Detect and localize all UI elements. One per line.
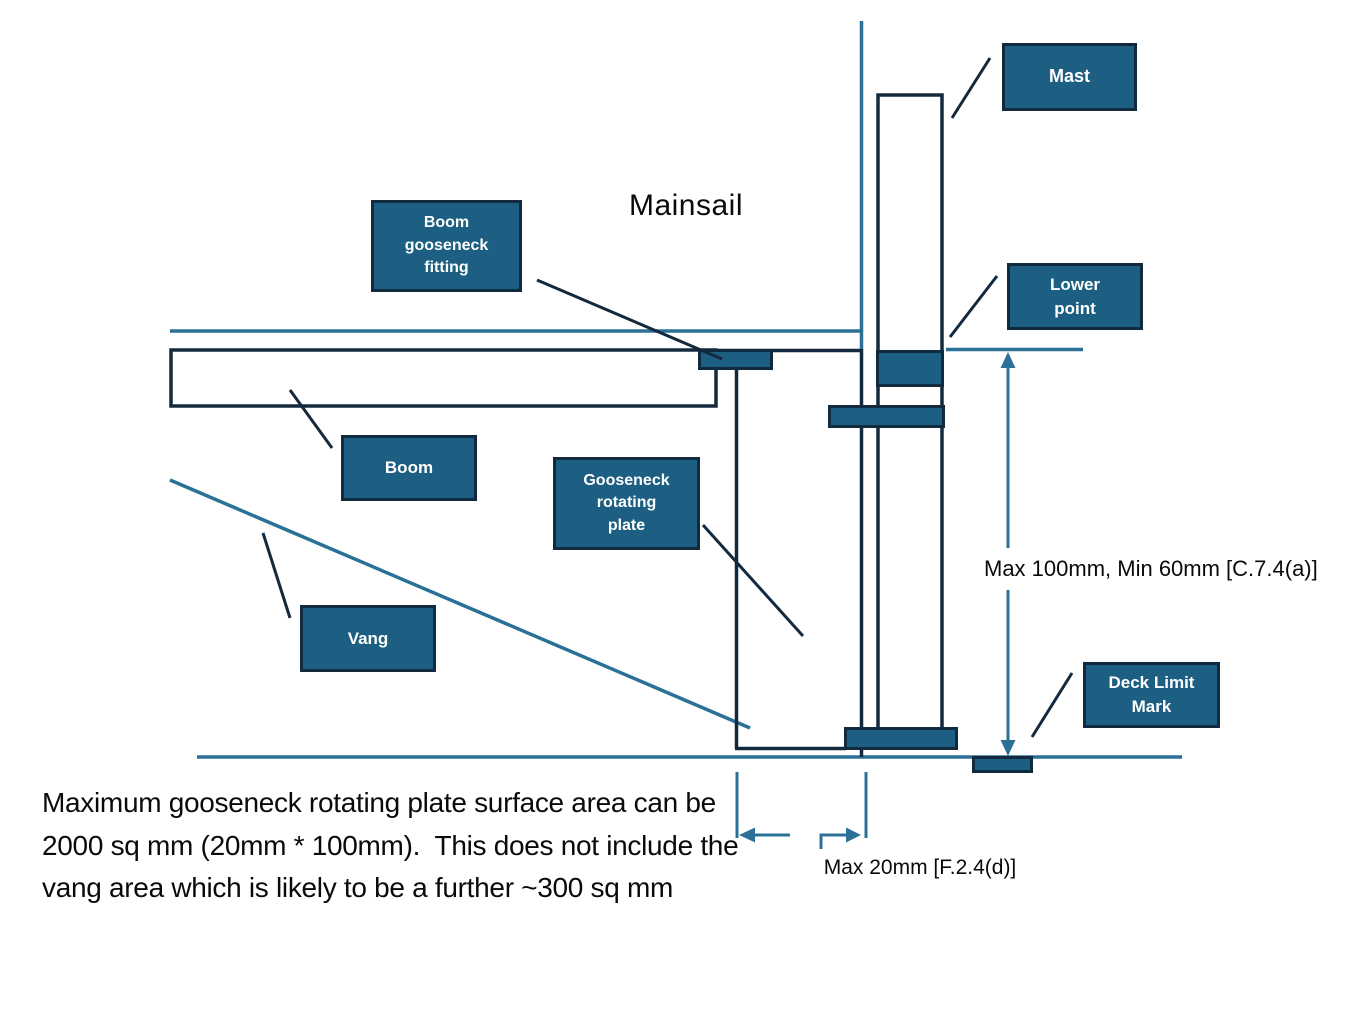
note-text: Maximum gooseneck rotating plate surface… [42, 787, 746, 904]
deck-limit-mark-label-box: Deck Limit Mark [1083, 662, 1220, 728]
horizontal-dimension-arrows [735, 772, 868, 849]
vertical-dimension-text: Max 100mm, Min 60mm [C.7.4(a)] [984, 556, 1318, 581]
mast-leader-line [950, 57, 992, 119]
boom-gooseneck-fitting-leader-line [536, 278, 723, 361]
vang-line [169, 478, 751, 730]
lower-point-label-box: Lower point [1007, 263, 1143, 330]
mast-lower-point-band [876, 350, 944, 387]
arrow-down-head [1000, 740, 1016, 756]
boom-leader-line [288, 389, 334, 449]
deck-limit-mark-leader-line [1030, 672, 1074, 738]
boom-outline [169, 348, 718, 408]
arrow-up-head [1000, 352, 1016, 368]
arrow-right-shaft [819, 833, 848, 849]
boom-gooseneck-fitting-shape [698, 349, 773, 370]
arrow-right-head [846, 827, 861, 843]
arrow-left-head [739, 827, 755, 843]
mast-base-bracket [844, 727, 958, 750]
vang-label-box: Vang [300, 605, 436, 672]
vang-leader-line [261, 532, 292, 619]
mainsail-title: Mainsail [628, 189, 744, 222]
mast-label-box: Mast [1002, 43, 1137, 111]
vertical-dimension-arrow [1000, 352, 1016, 756]
lower-point-leader-line [948, 275, 999, 338]
gooseneck-plate-leader-line [701, 523, 805, 638]
boom-label-box: Boom [341, 435, 477, 501]
horizontal-dimension-text: Max 20mm [F.2.4(d)] [823, 856, 1017, 879]
gooseneck-rotating-plate-label-box: Gooseneck rotating plate [553, 457, 700, 550]
boom-gooseneck-fitting-label-box: Boom gooseneck fitting [371, 200, 522, 292]
deck-limit-mark-shape [972, 756, 1033, 773]
mast-gooseneck-bracket [828, 405, 945, 428]
